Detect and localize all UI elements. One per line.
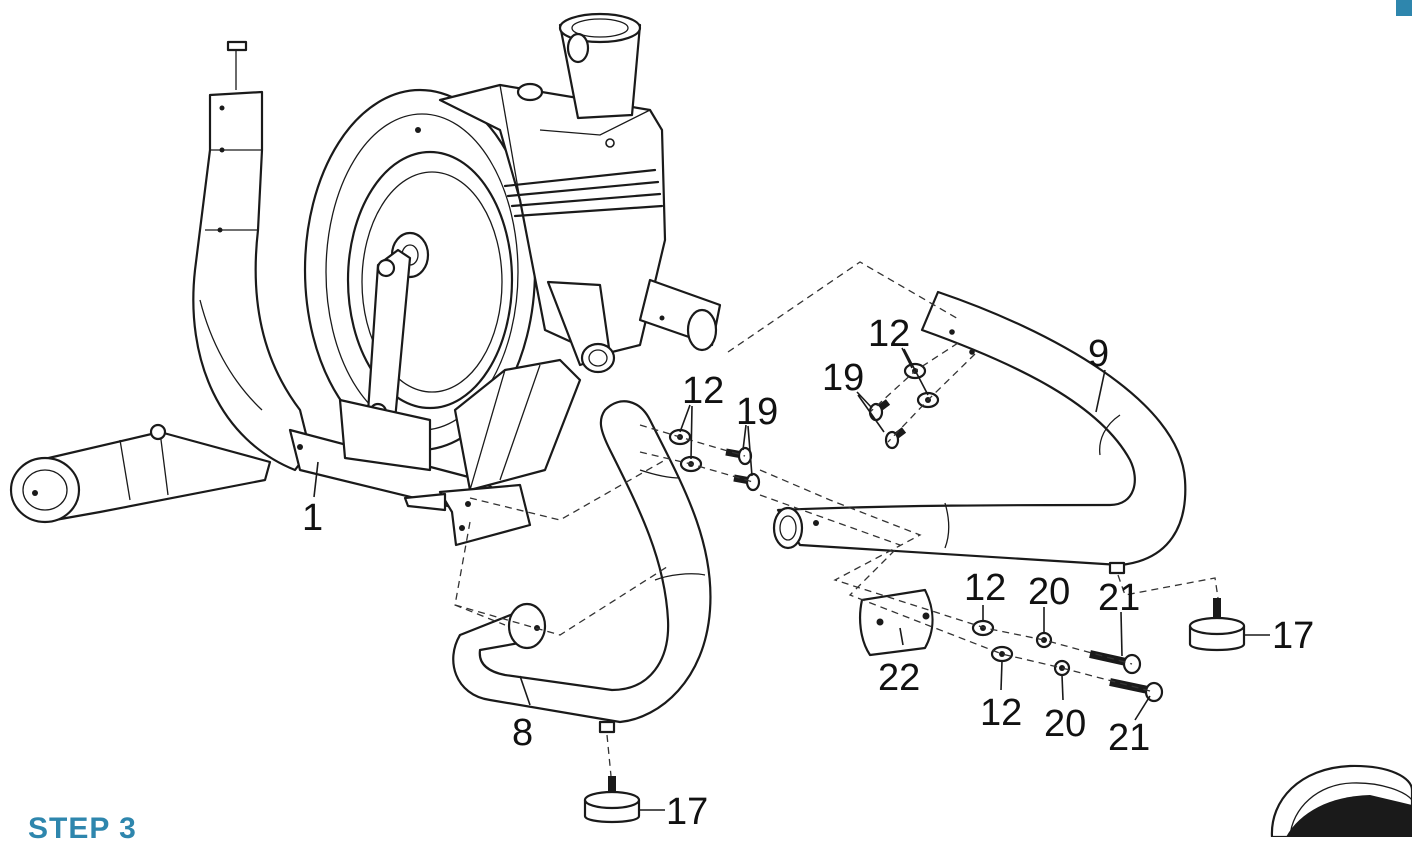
callout-12-middle: 12 [682, 370, 724, 412]
leveling-feet [583, 598, 1246, 824]
main-frame [9, 12, 722, 547]
leader-lines [313, 347, 1270, 811]
callout-17-bottom: 17 [666, 791, 708, 833]
step-heading: STEP 3 [28, 812, 137, 845]
callout-20-top: 20 [1028, 571, 1070, 613]
callout-12-lower-bottom: 12 [980, 692, 1022, 734]
callout-12-lower-top: 12 [964, 567, 1006, 609]
end-cap-bracket [859, 588, 934, 657]
callout-labels: 1 8 9 12 12 12 12 12 17 17 19 19 20 20 2… [302, 313, 1314, 833]
assembly-guide-lines [454, 261, 1219, 777]
callout-20-bottom: 20 [1044, 703, 1086, 745]
front-curved-tube [452, 400, 712, 734]
corner-tab [1396, 0, 1412, 16]
rear-curved-tube [772, 290, 1187, 575]
callout-22: 22 [878, 657, 920, 699]
callout-19-middle: 19 [736, 391, 778, 433]
seat-partial [1270, 764, 1412, 837]
callout-1: 1 [302, 497, 323, 539]
callout-19-upper: 19 [822, 357, 864, 399]
callout-21-bottom: 21 [1108, 717, 1150, 759]
callout-9: 9 [1088, 333, 1109, 375]
callout-8: 8 [512, 712, 533, 754]
callout-12-upper-right: 12 [868, 313, 910, 355]
callout-17-right: 17 [1272, 615, 1314, 657]
callout-21-top: 21 [1098, 577, 1140, 619]
